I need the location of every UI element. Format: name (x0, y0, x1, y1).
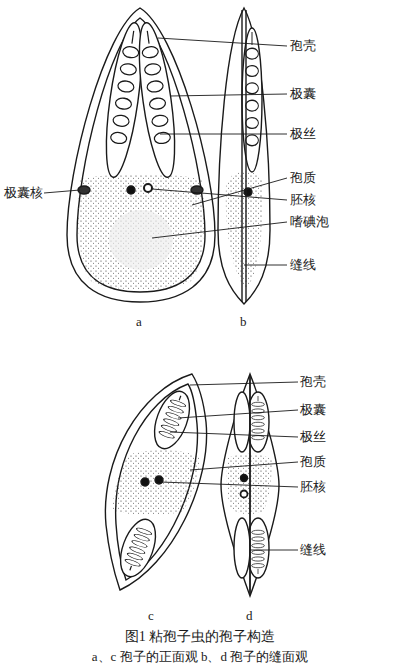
leader-line (190, 382, 298, 385)
polar-capsule (114, 515, 163, 582)
leader-line (158, 38, 287, 46)
figure-caption: 图1 粘孢子虫的孢子构造 (0, 628, 400, 646)
polar-capsule (234, 518, 250, 578)
sporoplasm (112, 450, 200, 515)
germ-nucleus (141, 478, 149, 486)
part-label: 极丝 (300, 429, 326, 445)
germ-nucleus (127, 186, 135, 194)
polar-filament (252, 396, 265, 440)
part-label: 极囊 (300, 402, 326, 418)
germ-nucleus (144, 184, 152, 192)
leader-line (192, 178, 287, 205)
part-label: 极丝 (290, 126, 316, 142)
part-label: 缝线 (290, 257, 316, 273)
spore-shell (105, 374, 206, 590)
polar-capsule (242, 28, 262, 172)
caption-subline: a、c 孢子的正面观 b、d 孢子的缝面观 (0, 648, 400, 666)
part-label: 嗜碘泡 (290, 214, 329, 230)
part-label: 极囊 (290, 86, 316, 102)
leader-line (190, 462, 298, 470)
view-letter: d (246, 608, 253, 624)
spore-shell-inner (77, 18, 205, 292)
part-label: 胚核 (300, 479, 326, 495)
part-label: 极囊核 (4, 185, 43, 201)
leader-line (160, 482, 298, 487)
leader-line (170, 432, 298, 437)
spore-shell (218, 8, 270, 304)
polar-capsule (148, 387, 197, 454)
polar-capsule (132, 21, 181, 179)
part-label: 孢壳 (300, 374, 326, 390)
view-letter: a (136, 314, 142, 330)
sporoplasm (226, 172, 263, 290)
part-label: 缝线 (300, 542, 326, 558)
leader-line (152, 222, 287, 238)
leader-line (178, 410, 298, 418)
leader-line (160, 134, 287, 135)
polar-filament (252, 530, 265, 574)
suture-line (245, 10, 246, 302)
part-label: 孢壳 (290, 38, 316, 54)
view-letter: c (148, 608, 154, 624)
iodinophilous-vacuole (109, 210, 173, 270)
leader-line (44, 190, 80, 193)
leader-line (244, 265, 287, 266)
polar-filament (246, 32, 259, 146)
spore-shell (67, 8, 215, 302)
view-letter: b (240, 314, 247, 330)
leader-line (152, 189, 287, 200)
germ-nucleus (241, 475, 248, 482)
suture-line (241, 10, 242, 302)
polar-filament (122, 527, 152, 574)
germ-nucleus (241, 491, 248, 498)
leader-line (250, 550, 298, 551)
germ-nucleus (155, 476, 163, 484)
polar-filament (110, 30, 142, 145)
part-label: 胚核 (290, 192, 316, 208)
polar-filament (139, 30, 171, 145)
polar-capsule (234, 392, 250, 452)
part-label: 孢质 (300, 454, 326, 470)
leader-line (170, 94, 287, 96)
part-label: 孢质 (290, 170, 316, 186)
